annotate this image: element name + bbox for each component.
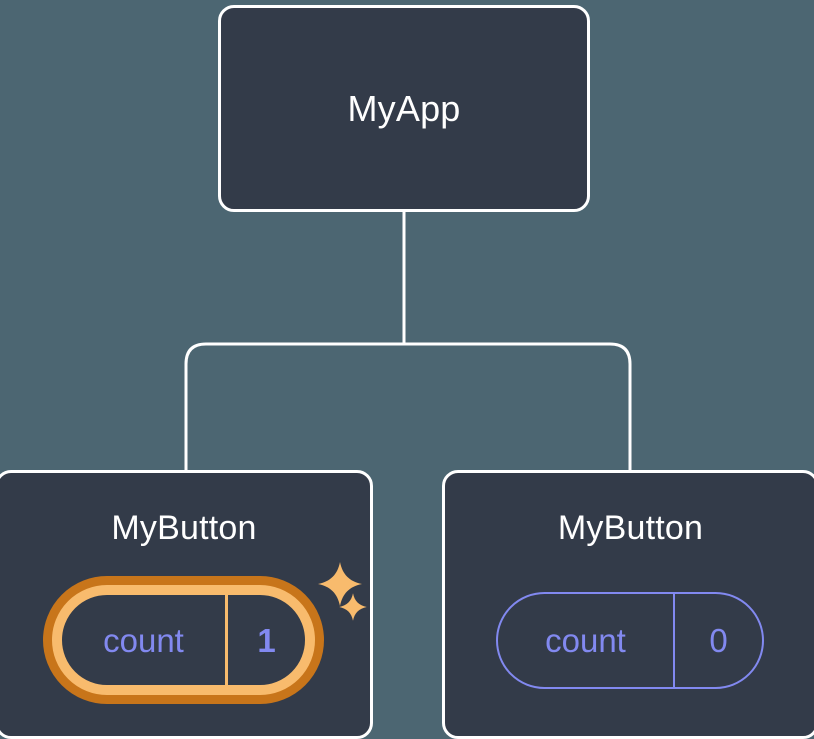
state-value-right: 0 [709,622,728,659]
node-mybutton-left-label: MyButton [111,509,257,547]
state-value-left: 1 [257,621,276,659]
state-pill-right[interactable]: count 0 [496,592,764,689]
connector-bus [184,342,632,470]
node-myapp-label: MyApp [347,87,461,129]
node-mybutton-right-label: MyButton [557,509,704,547]
node-mybutton-right[interactable]: MyButton count 0 [442,470,814,739]
state-name-left: count [62,595,228,685]
state-pill-left-wrap: count 1 [43,576,324,704]
state-pill-left-inner: count 1 [52,585,315,695]
state-pill-right-wrap: count 0 [496,592,764,689]
node-mybutton-left[interactable]: MyButton count 1 [0,470,373,739]
state-name-right: count [498,594,675,687]
node-myapp[interactable]: MyApp [218,5,590,212]
state-pill-left[interactable]: count 1 [43,576,324,704]
